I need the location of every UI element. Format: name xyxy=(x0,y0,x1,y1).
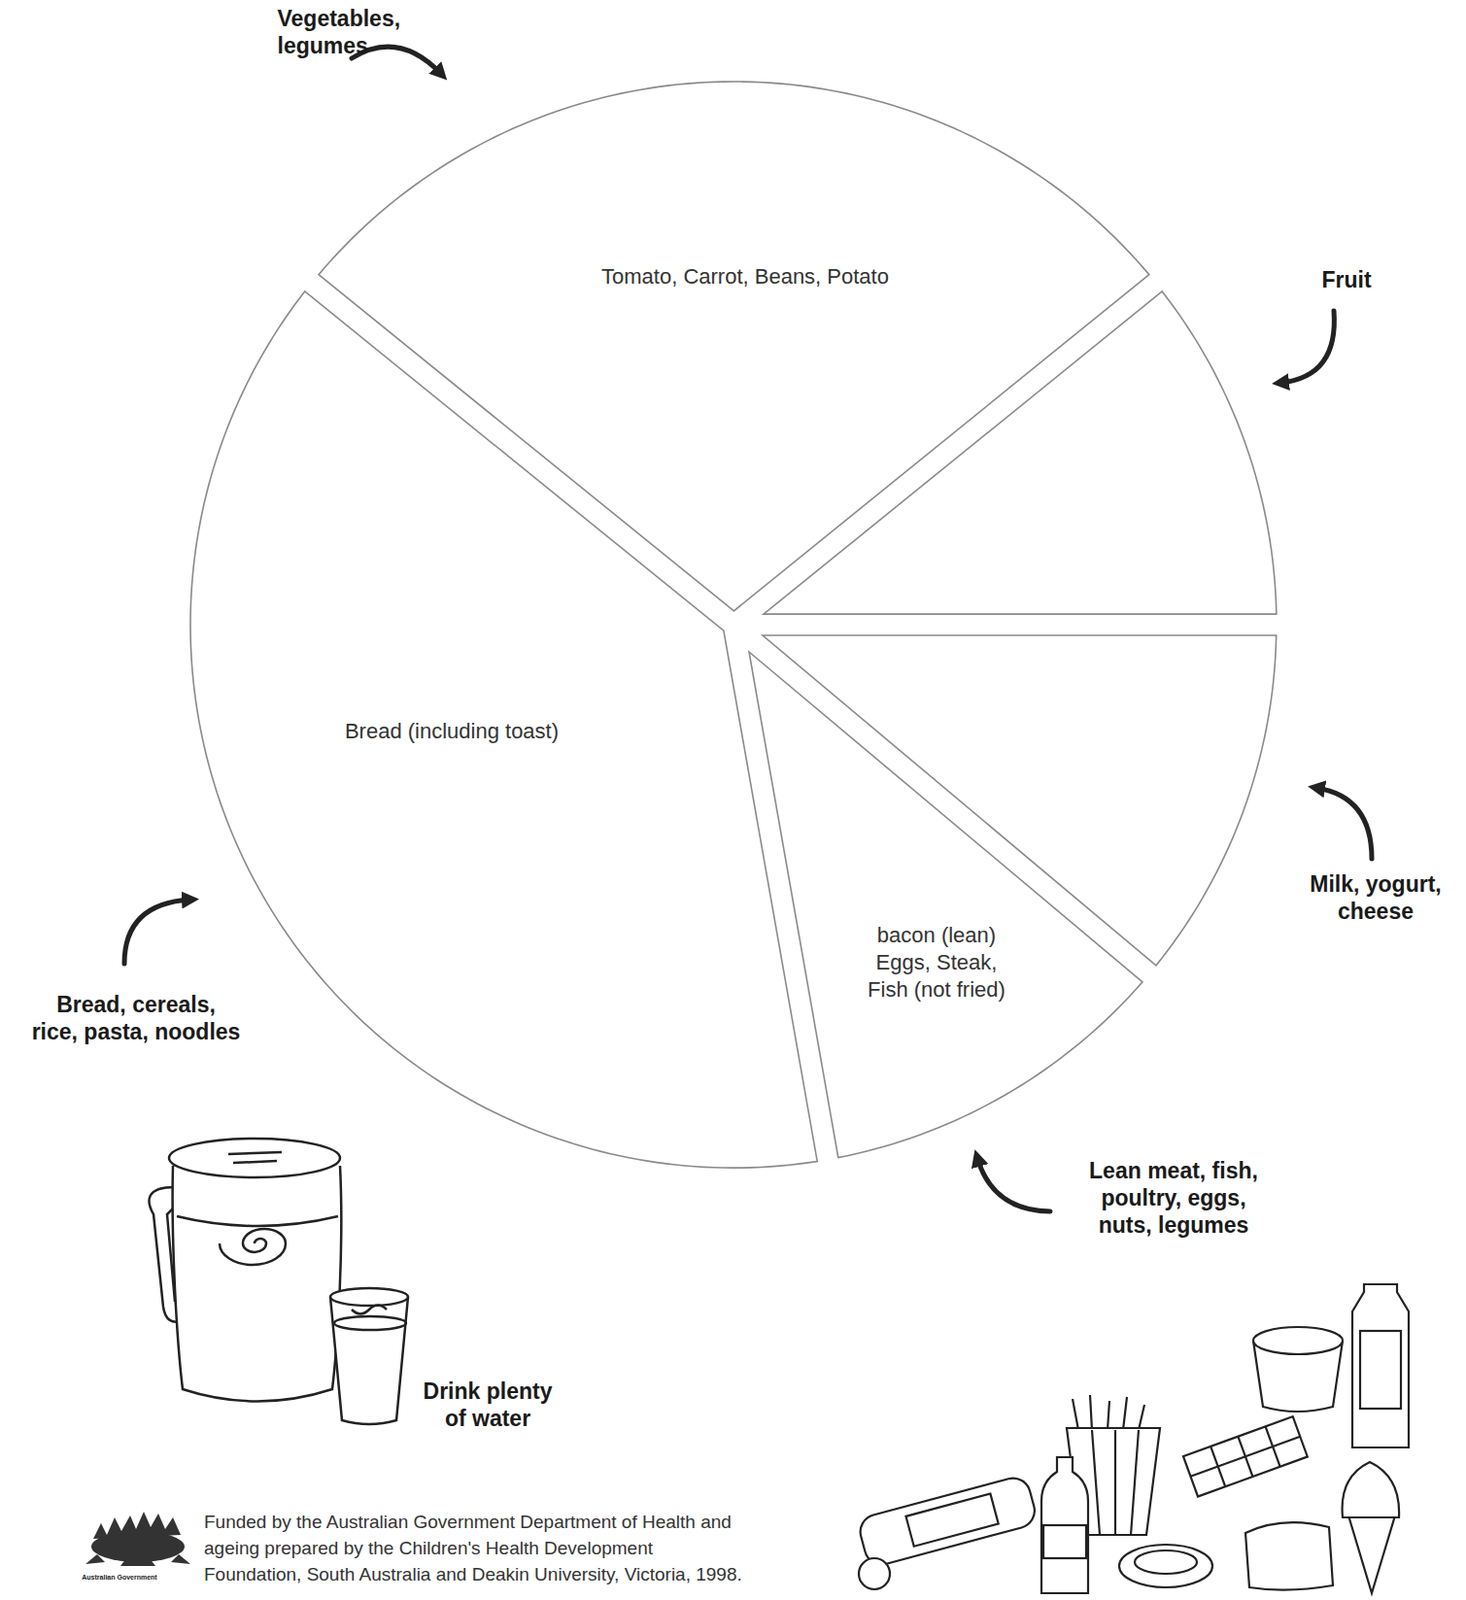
water-line xyxy=(334,1316,407,1330)
glass-rim xyxy=(330,1288,409,1306)
chips-box xyxy=(1072,1395,1145,1431)
pointer-arrows xyxy=(124,46,1372,1212)
water-swirl xyxy=(219,1228,286,1265)
pointer-arrow xyxy=(351,46,442,74)
soft-drink-bottle xyxy=(1041,1457,1089,1594)
segment-shape xyxy=(759,287,1281,618)
soft-drink-bottle xyxy=(1043,1525,1087,1559)
ice-cream-cone xyxy=(1348,1515,1396,1594)
yogurt-tub xyxy=(1253,1327,1343,1355)
glass-body xyxy=(330,1296,409,1425)
chocolate-bar xyxy=(1183,1416,1308,1497)
water-glass xyxy=(330,1288,409,1425)
food-group-segment: Lean meat, fish, poultry, eggs, nuts, le… xyxy=(745,647,1147,1162)
example-foods: Bread (including toast) xyxy=(344,717,559,746)
food-group-heading: Milk, yogurt, cheese xyxy=(1309,870,1442,925)
food-group-heading: Bread, cereals, rice, pasta, noodles xyxy=(32,990,241,1046)
water-swirl xyxy=(351,1305,387,1315)
example-foods: Tomato, Carrot, Beans, Potato xyxy=(601,263,889,291)
biscuit-packet xyxy=(905,1494,998,1547)
funding-credit: Funded by the Australian Government Depa… xyxy=(204,1508,743,1588)
crest-shape xyxy=(93,1511,181,1539)
pointer-arrow xyxy=(977,1158,1051,1212)
segment-outline xyxy=(190,291,818,1168)
junk-food-pile xyxy=(856,1284,1409,1594)
food-group-heading: Fruit xyxy=(1321,266,1371,294)
emblem-text: Australian Government xyxy=(81,1572,157,1582)
meat-pie xyxy=(1119,1544,1213,1588)
segment-shape xyxy=(745,647,1147,1162)
water-line xyxy=(176,1216,339,1227)
chocolate-bar xyxy=(1183,1416,1308,1497)
chocolate-bar xyxy=(1183,1416,1308,1497)
pointer-arrow xyxy=(1280,310,1334,383)
water-note: Drink plenty of water xyxy=(423,1377,553,1432)
jug-lid xyxy=(169,1138,341,1178)
food-group-heading: Lean meat, fish, poultry, eggs, nuts, le… xyxy=(1089,1157,1259,1239)
food-group-segment: Fruit xyxy=(759,287,1281,618)
pointer-arrow xyxy=(1316,787,1372,859)
water-jug xyxy=(148,1138,341,1402)
segment-outline xyxy=(749,651,1143,1159)
jug-lid xyxy=(228,1152,282,1163)
milk-bottle xyxy=(1360,1330,1401,1409)
crisps-bag xyxy=(1245,1522,1333,1590)
biscuit-packet xyxy=(856,1474,1039,1569)
segment-outline xyxy=(763,291,1277,614)
example-foods: bacon (lean) Eggs, Steak, Fish (not frie… xyxy=(867,921,1006,1004)
meat-pie xyxy=(1134,1550,1197,1574)
chips-box xyxy=(1091,1430,1139,1535)
pointer-arrow xyxy=(124,899,191,964)
jug-body xyxy=(172,1165,342,1402)
food-group-segment: Bread, cereals, rice, pasta, noodlesBrea… xyxy=(186,287,821,1172)
biscuit-packet xyxy=(856,1474,1039,1569)
crest-shape xyxy=(85,1554,191,1567)
ice-cream-cone xyxy=(1342,1462,1400,1518)
milk-bottle xyxy=(1352,1284,1409,1448)
biscuit xyxy=(858,1558,890,1590)
government-crest xyxy=(85,1511,191,1567)
food-group-heading: Vegetables, legumes xyxy=(277,4,289,60)
